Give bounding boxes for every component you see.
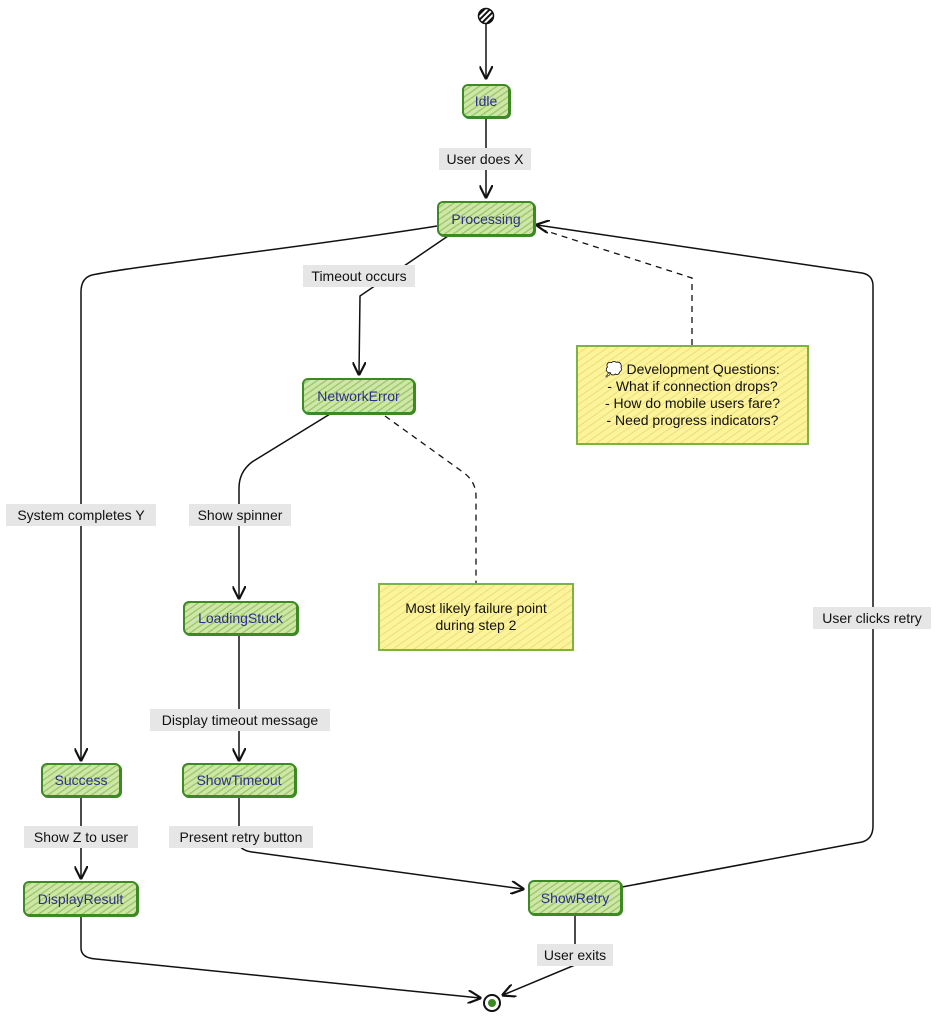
state-success[interactable]: Success <box>41 763 121 797</box>
note-dev-questions-title: 💭 Development Questions: <box>605 361 780 377</box>
edge-showretry-processing <box>537 225 874 888</box>
note-connector-dev-questions <box>536 227 693 345</box>
label-timeout-occurs: Timeout occurs <box>303 265 415 287</box>
note-development-questions: 💭 Development Questions: - What if conne… <box>576 345 809 445</box>
edge-processing-networkerror <box>359 235 449 374</box>
edge-processing-success <box>81 225 438 760</box>
state-processing[interactable]: Processing <box>437 201 535 236</box>
edge-displayresult-end <box>80 916 480 998</box>
label-user-exits: User exits <box>537 944 613 966</box>
state-show-timeout[interactable]: ShowTimeout <box>182 763 296 797</box>
edge-networkerror-loadingstuck <box>239 413 331 598</box>
note-failure-point-line: Most likely failure point <box>405 600 547 616</box>
state-loading-stuck[interactable]: LoadingStuck <box>183 601 298 635</box>
note-failure-point: Most likely failure point during step 2 <box>378 583 574 651</box>
note-dev-questions-line: - Need progress indicators? <box>606 412 779 428</box>
label-show-spinner: Show spinner <box>189 504 291 526</box>
label-display-timeout-message: Display timeout message <box>150 709 330 731</box>
state-idle[interactable]: Idle <box>462 84 510 118</box>
start-node-icon <box>477 7 495 25</box>
end-node-inner <box>488 999 496 1007</box>
note-dev-questions-line: - What if connection drops? <box>607 378 778 394</box>
label-user-does-x: User does X <box>439 148 531 170</box>
label-user-clicks-retry: User clicks retry <box>813 607 931 629</box>
note-failure-point-line: during step 2 <box>435 617 517 633</box>
state-display-result[interactable]: DisplayResult <box>23 881 138 916</box>
label-system-completes-y: System completes Y <box>6 504 156 526</box>
note-dev-questions-line: - How do mobile users fare? <box>604 395 781 411</box>
label-show-z-to-user: Show Z to user <box>24 826 138 848</box>
state-show-retry[interactable]: ShowRetry <box>528 880 622 915</box>
thought-bubble-icon: 💭 <box>605 361 623 377</box>
label-present-retry-button: Present retry button <box>169 826 313 848</box>
note-connector-failure-point <box>384 415 477 585</box>
state-network-error[interactable]: NetworkError <box>302 378 415 414</box>
